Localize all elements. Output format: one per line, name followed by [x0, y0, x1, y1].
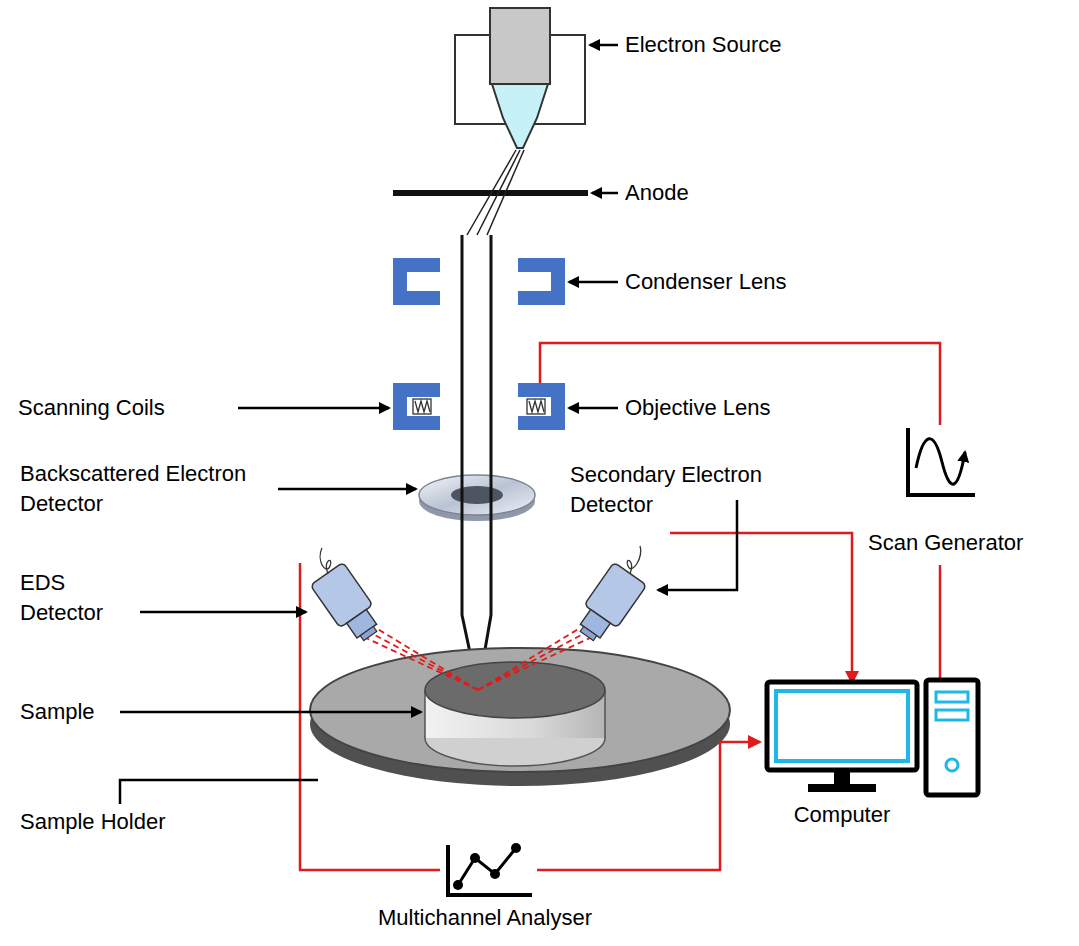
objective-lens: [393, 383, 440, 430]
part-label: Computer: [742, 800, 942, 830]
se-detector: [570, 562, 646, 647]
computer-icon: [946, 759, 958, 771]
leader-arrows: [592, 192, 618, 195]
electron-column: [478, 235, 491, 690]
leader-arrows: [569, 407, 618, 410]
scan-generator-icon: [908, 428, 975, 495]
beam-lines: [477, 150, 520, 235]
eds-detector: [310, 562, 386, 647]
backscattered-detector: [419, 475, 535, 515]
computer-icon: [767, 682, 917, 770]
backscattered-detector: [451, 486, 503, 504]
signal-paths: [366, 638, 478, 690]
detector-cable: [627, 546, 641, 574]
leader-arrows: [140, 611, 306, 614]
signal-paths: [478, 633, 585, 690]
computer-icon: [936, 692, 968, 702]
scan-generator-icon: [908, 428, 975, 495]
beam-lines: [467, 150, 524, 235]
leader-arrows: [569, 281, 618, 284]
part-label: Sample Holder: [20, 807, 166, 837]
part-label: Electron Source: [625, 30, 782, 60]
analyser-icon: [511, 843, 521, 853]
computer-icon: [926, 680, 978, 795]
part-label: Scanning Coils: [18, 393, 165, 423]
part-label: Anode: [625, 178, 689, 208]
part-label: Backscattered Electron Detector: [20, 459, 290, 519]
part-label: Objective Lens: [625, 393, 771, 423]
analyser-icon: [453, 880, 463, 890]
eds-detector: [360, 627, 377, 641]
condenser-lens: [518, 258, 565, 305]
signal-paths: [478, 638, 590, 690]
control-wire: [939, 565, 942, 680]
computer-icon: [936, 710, 968, 720]
computer-icon: [776, 691, 908, 761]
signal-paths: [376, 628, 478, 690]
analyser-icon: [490, 869, 500, 879]
analyser-icon: [448, 843, 532, 895]
signal-paths: [366, 628, 590, 690]
scan-generator-icon: [916, 439, 965, 484]
signal-wire: [300, 563, 440, 870]
electron-source: [490, 8, 550, 84]
leader-arrows: [238, 407, 389, 410]
leader-arrows: [278, 488, 416, 491]
electron-source: [455, 8, 585, 148]
part-label: EDS Detector: [20, 568, 132, 628]
electron-source: [492, 84, 548, 148]
objective-lens: [518, 383, 565, 430]
part-label: Condenser Lens: [625, 267, 786, 297]
part-label: Sample: [20, 697, 95, 727]
sample: [604, 690, 606, 738]
signal-wire: [670, 533, 852, 683]
beam-lines: [487, 150, 524, 235]
analyser-icon: [458, 848, 516, 885]
sample-holder: [310, 648, 730, 786]
electron-column: [462, 235, 478, 690]
leader-arrows: [120, 711, 421, 714]
part-label: Scan Generator: [868, 528, 1023, 558]
scanning-coil: [529, 401, 544, 412]
leader-arrows: [120, 780, 318, 804]
part-label: Multichannel Analyser: [335, 903, 635, 933]
objective-lens: [393, 383, 565, 430]
signal-paths: [371, 633, 478, 690]
beam-lines: [467, 150, 516, 235]
backscattered-detector: [419, 475, 535, 521]
computer-icon: [767, 680, 978, 795]
computer-icon: [808, 784, 876, 792]
signal-paths: [478, 628, 580, 690]
analyser-icon: [448, 845, 532, 895]
electron-column: [462, 235, 491, 690]
computer-icon: [834, 770, 850, 785]
se-detector: [580, 627, 597, 641]
signal-wire: [537, 742, 760, 870]
control-wire: [540, 343, 940, 425]
sample: [425, 662, 605, 766]
detector-cable: [320, 548, 331, 574]
condenser-lens: [393, 258, 440, 305]
part-label: Secondary Electron Detector: [570, 460, 810, 520]
leader-arrows: [590, 44, 618, 47]
scanning-coil: [527, 399, 545, 414]
scanning-coil: [415, 401, 430, 412]
scanning-coil: [413, 399, 431, 414]
condenser-lens: [393, 258, 565, 305]
analyser-icon: [470, 853, 480, 863]
sample: [424, 690, 426, 738]
scanning-coil: [413, 399, 545, 414]
leader-arrows: [658, 500, 737, 590]
sample-holder: [310, 648, 730, 772]
leader-arrows: [120, 45, 737, 804]
